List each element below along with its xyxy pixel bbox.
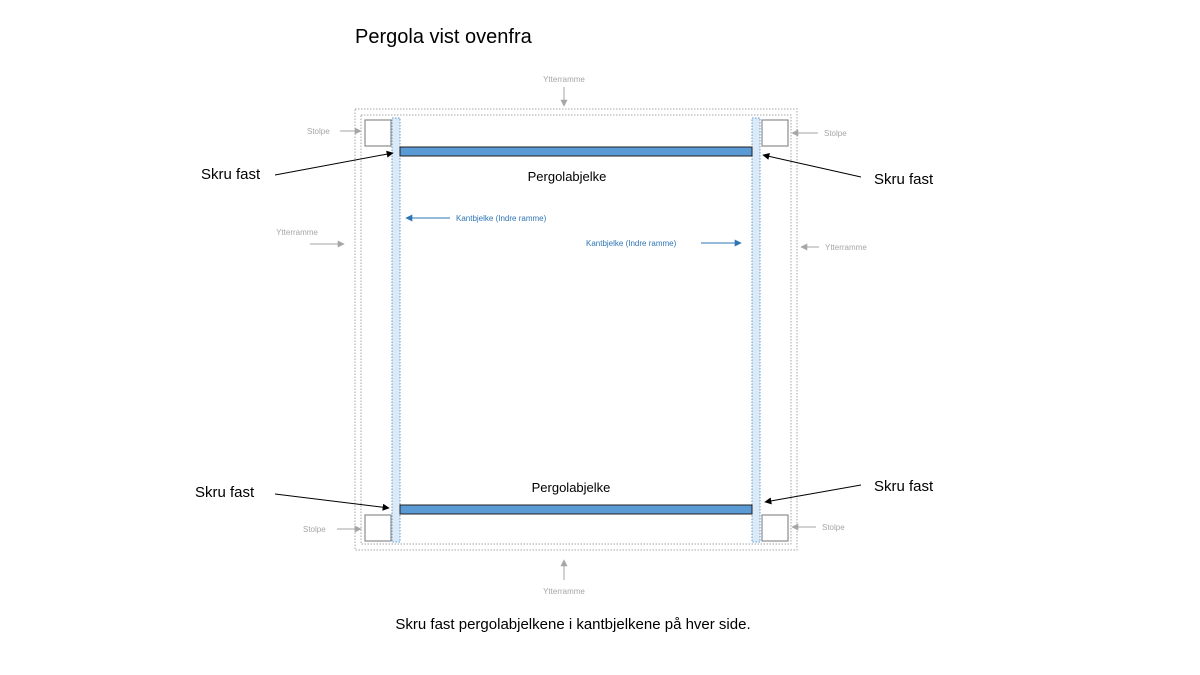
screw-top-right-arrow	[762, 152, 862, 178]
post-bottom-right-label: Stolpe	[822, 523, 845, 532]
post-top-left-label: Stolpe	[307, 127, 330, 136]
screw-bottom-right-label: Skru fast	[874, 478, 934, 495]
outer-frame-bottom-label: Ytterramme	[543, 587, 585, 596]
post-top-right-label: Stolpe	[824, 129, 847, 138]
edge-beam-right	[751, 117, 761, 543]
outer-frame-left-label: Ytterramme	[276, 228, 318, 237]
outer-frame	[354, 108, 798, 551]
screw-bottom-right-arrow	[764, 484, 862, 505]
post-bottom-right	[761, 514, 789, 542]
pergola-beam-bottom	[399, 504, 753, 515]
screw-top-left-arrow	[274, 150, 394, 176]
post-top-right	[761, 119, 789, 147]
post-top-left	[364, 119, 392, 147]
pergola-beam-top	[399, 146, 753, 157]
edge-beam-right-label: Kantbjelke (Indre ramme)	[586, 239, 677, 248]
outer-frame-right-label: Ytterramme	[825, 243, 867, 252]
screw-bottom-left-label: Skru fast	[195, 484, 255, 501]
diagram-caption: Skru fast pergolabjelkene i kantbjelkene…	[395, 616, 750, 633]
outer-frame-inner-edge	[360, 114, 792, 545]
screw-top-right-label: Skru fast	[874, 171, 934, 188]
post-bottom-left-label: Stolpe	[303, 525, 326, 534]
pergola-beam-top-label: Pergolabjelke	[528, 169, 607, 184]
diagram-title: Pergola vist ovenfra	[355, 26, 533, 48]
screw-top-left-label: Skru fast	[201, 166, 261, 183]
pergola-beam-bottom-label: Pergolabjelke	[532, 480, 611, 495]
screw-bottom-left-arrow	[274, 493, 390, 511]
edge-beam-left-label: Kantbjelke (Indre ramme)	[456, 214, 547, 223]
edge-beam-left	[391, 117, 401, 543]
outer-frame-top-label: Ytterramme	[543, 75, 585, 84]
post-bottom-left	[364, 514, 392, 542]
